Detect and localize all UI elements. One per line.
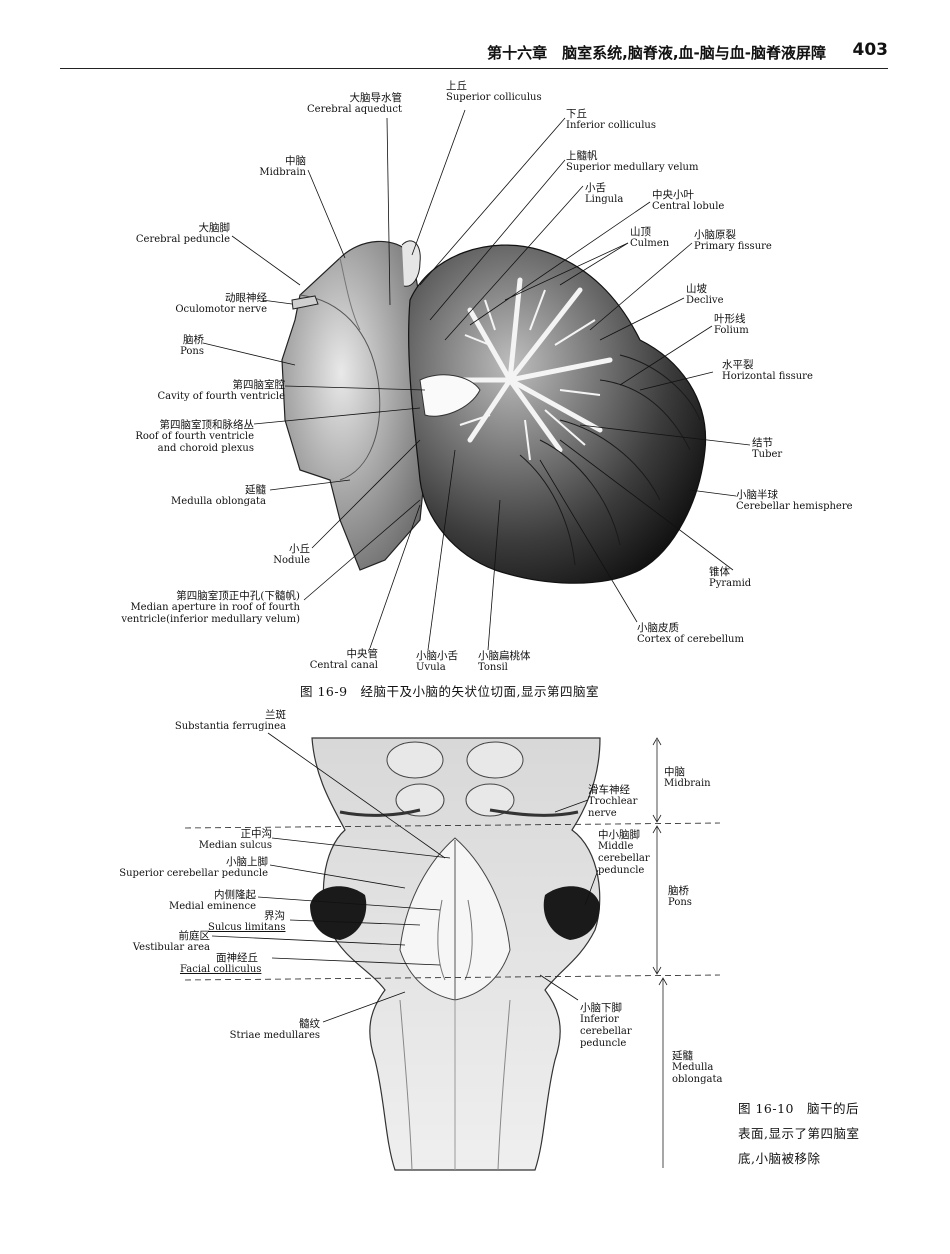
posterior-leader-lines [211,732,599,1023]
chapter-title: 第十六章 脑室系统,脑脊液,血-脑与血-脑脊液屏障 [487,44,826,62]
label-vestibular-area: 前庭区 Vestibular area [132,930,210,953]
label-inferior-cerebellar-peduncle: 小脑下脚 Inferior cerebellar peduncle [580,1002,632,1049]
label-primary-fissure: 小脑原裂 Primary fissure [694,229,772,252]
label-midbrain-region: 中脑 Midbrain [664,766,711,789]
label-uvula: 小脑小舌 Uvula [416,650,458,673]
label-midbrain: 中脑 Midbrain [259,155,306,178]
label-middle-cerebellar-peduncle: 中小脑脚 Middle cerebellar peduncle [598,829,650,876]
label-folium: 叶形线 Folium [714,313,749,336]
label-medulla-region: 延髓 Medulla oblongata [672,1050,723,1085]
label-cavity-fourth-ventricle: 第四脑室腔 Cavity of fourth ventricle [157,379,285,402]
caption-line-2: 表面,显示了第四脑室 [738,1126,860,1141]
label-central-lobule: 中央小叶 Central lobule [652,189,725,212]
sagittal-section-drawing [281,240,707,584]
label-declive: 山坡 Declive [686,283,724,306]
label-striae-medullares: 髓纹 Striae medullares [229,1018,320,1041]
running-header: 第十六章 脑室系统,脑脊液,血-脑与血-脑脊液屏障 403 [60,40,888,69]
label-inferior-colliculus: 下丘 Inferior colliculus [566,108,656,131]
label-median-aperture: 第四脑室顶正中孔(下髓帆) Median aperture in roof of… [121,590,300,625]
label-cerebellar-hemisphere: 小脑半球 Cerebellar hemisphere [736,489,853,512]
label-central-canal: 中央管 Central canal [309,648,378,671]
label-medulla-oblongata: 延髓 Medulla oblongata [171,484,266,507]
label-cerebral-aqueduct: 大脑导水管 Cerebral aqueduct [307,92,402,115]
label-cortex-cerebellum: 小脑皮质 Cortex of cerebellum [637,622,744,645]
figure-16-10-caption: 图 16-10 脑干的后 表面,显示了第四脑室 底,小脑被移除 [738,1096,906,1171]
label-nodule: 小丘 Nodule [273,543,310,566]
label-median-sulcus: 正中沟 Median sulcus [198,828,272,851]
label-culmen: 山顶 Culmen [630,226,670,249]
figure-16-9-caption: 图 16-9 经脑干及小脑的矢状位切面,显示第四脑室 [300,684,600,699]
label-superior-medullary-velum: 上髓帆 Superior medullary velum [566,150,699,173]
label-superior-colliculus: 上丘 Superior colliculus [446,80,542,103]
label-facial-colliculus: 面神经丘 Facial colliculus [180,952,262,975]
label-tonsil: 小脑扁桃体 Tonsil [478,650,531,673]
label-lingula: 小舌 Lingula [585,182,624,205]
page-number: 403 [852,40,889,60]
caption-line-1: 图 16-10 脑干的后 [738,1101,860,1116]
label-oculomotor-nerve: 动眼神经 Oculomotor nerve [175,292,267,315]
label-cerebral-peduncle: 大脑脚 Cerebral peduncle [135,222,230,245]
label-tuber: 结节 Tuber [752,437,783,460]
label-trochlear-nerve: 滑车神经 Trochlear nerve [588,784,638,819]
sagittal-leader-lines [202,109,751,651]
label-pons-region: 脑桥 Pons [668,885,692,908]
posterior-brainstem-drawing [310,737,601,1171]
label-horizontal-fissure: 水平裂 Horizontal fissure [722,359,813,382]
label-roof-fourth-ventricle: 第四脑室顶和脉络丛 Roof of fourth ventricle and c… [135,419,254,454]
caption-line-3: 底,小脑被移除 [738,1151,821,1166]
label-sulcus-limitans: 界沟 Sulcus limitans [208,910,286,933]
region-markers [184,737,721,1168]
label-substantia-ferruginea: 兰斑 Substantia ferruginea [174,709,286,732]
label-pyramid: 锥体 Pyramid [709,566,752,589]
label-medial-eminence: 内侧隆起 Medial eminence [168,889,256,912]
label-pons: 脑桥 Pons [180,334,204,357]
label-superior-cerebellar-peduncle: 小脑上脚 Superior cerebellar peduncle [119,856,268,879]
